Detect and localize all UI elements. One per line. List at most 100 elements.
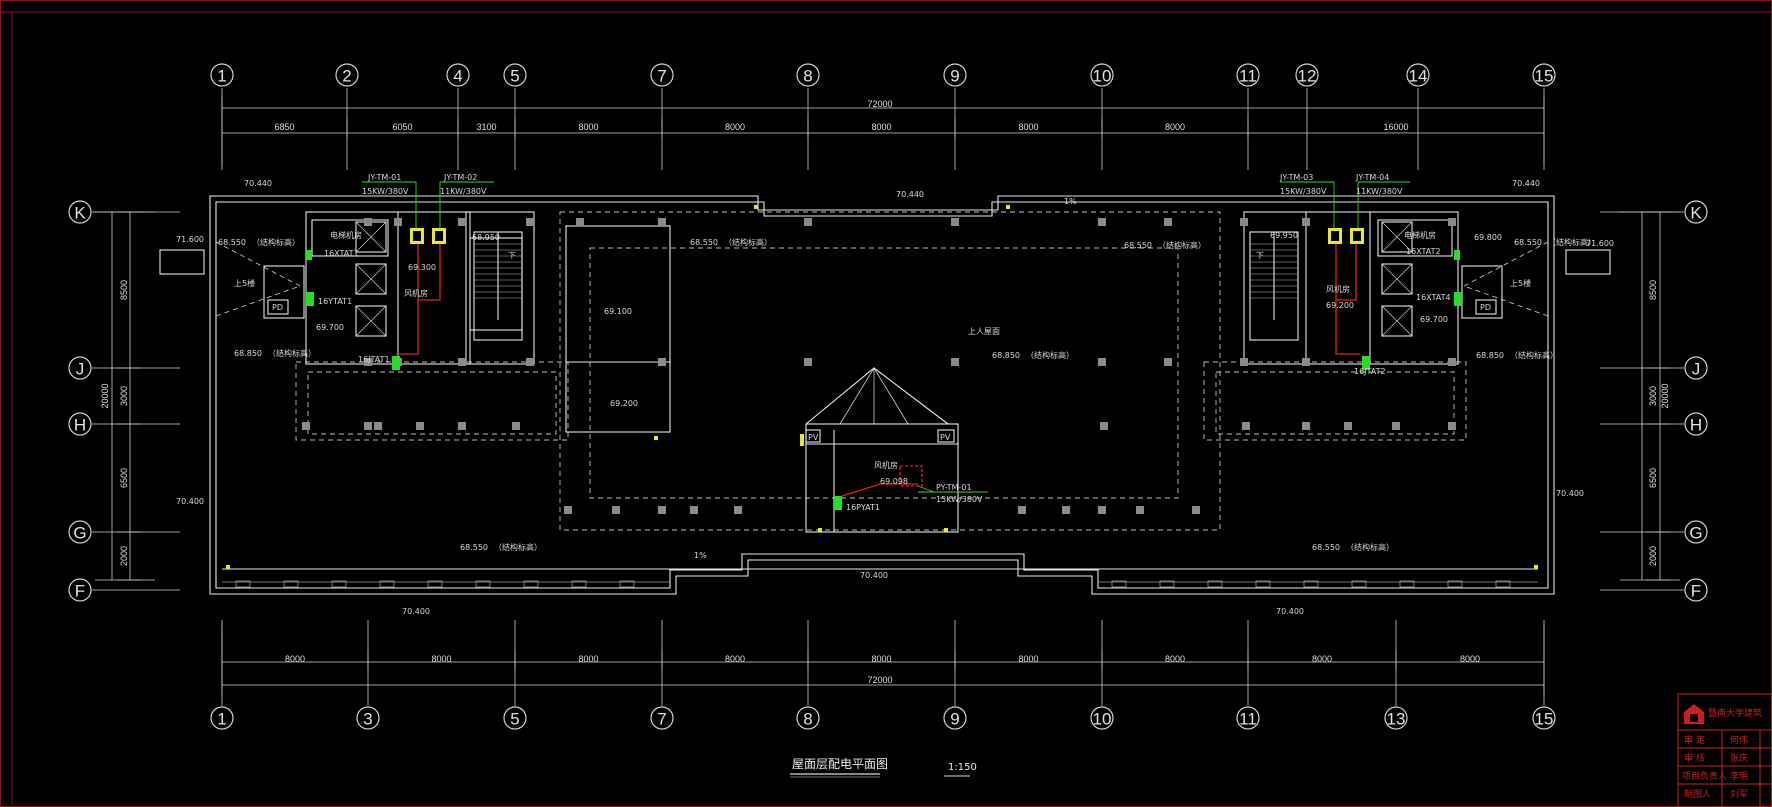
axis-bottom-7: 7 xyxy=(650,706,674,730)
axis-bottom-15-label: 15 xyxy=(1535,710,1554,729)
axis-left-K: K xyxy=(68,200,92,224)
column-22 xyxy=(1240,358,1248,366)
tb-row1-value: 何伟 xyxy=(1730,734,1748,746)
slope-bottom: 1% xyxy=(694,551,707,560)
tb-row1-label: 审 定 xyxy=(1684,734,1705,746)
column-28 xyxy=(458,422,466,430)
axis-right-G: G xyxy=(1684,520,1708,544)
axis-right-F-label: F xyxy=(1691,582,1701,601)
column-17 xyxy=(658,358,666,366)
axis-left-H: H xyxy=(68,412,92,436)
label-jy-tm-03: JY-TM-03 xyxy=(1279,173,1313,182)
column-35 xyxy=(564,506,572,514)
label-py-tm-01-spec: 15KW/380V xyxy=(936,495,983,504)
elev-69300-left: 69.300 xyxy=(408,263,436,272)
bottom-seg-dim-5: 8000 xyxy=(1018,654,1038,664)
axis-right-J: J xyxy=(1684,356,1708,380)
top-seg-dim-4: 8000 xyxy=(725,122,745,132)
label-jy-tm-04-spec: 11KW/380V xyxy=(1356,187,1403,196)
column-2 xyxy=(458,218,466,226)
axis-right-H: H xyxy=(1684,412,1708,436)
column-4 xyxy=(576,218,584,226)
elev-69200-right: 69.200 xyxy=(1326,301,1354,310)
pd-label-right: PD xyxy=(1480,303,1491,312)
drawing-title: 屋面层配电平面图 xyxy=(792,757,888,771)
column-46 xyxy=(1100,422,1108,430)
column-27 xyxy=(416,422,424,430)
axis-left-F-label: F xyxy=(75,582,85,601)
label-16jtat1: 16JTAT1 xyxy=(358,355,390,364)
label-jy-tm-03-spec: 15KW/380V xyxy=(1280,187,1327,196)
left-seg-dim-1: 3000 xyxy=(119,386,129,406)
right-seg-dim-0: 8500 xyxy=(1648,280,1658,300)
elev-68850-left: 68.850 xyxy=(234,349,262,358)
label-16pyat1: 16PYAT1 xyxy=(846,503,880,512)
axis-top-8-label: 8 xyxy=(803,67,812,86)
axis-top-12: 12 xyxy=(1295,63,1319,87)
green-leaders xyxy=(306,181,1462,510)
bottom-seg-dim-7: 8000 xyxy=(1312,654,1332,664)
label-jy-tm-02: JY-TM-02 xyxy=(443,173,477,182)
elev-71600-right: 71.600 xyxy=(1586,239,1614,248)
tb-row3-value: 李明 xyxy=(1730,770,1748,782)
drawing-title-block: 屋面层配电平面图 1:150 xyxy=(790,757,977,778)
struct-label-d: （结构标高） xyxy=(1548,237,1596,247)
label-16ytat1: 16YTAT1 xyxy=(318,297,352,306)
axis-left-G-label: G xyxy=(73,524,86,543)
slope-top: 1% xyxy=(1064,197,1077,206)
column-34 xyxy=(1448,422,1456,430)
axis-bottom-10-label: 10 xyxy=(1093,710,1112,729)
column-6 xyxy=(804,218,812,226)
down-label-left: 下 xyxy=(508,251,516,260)
elev-68550-b: 68.550 xyxy=(690,238,718,247)
column-33 xyxy=(1392,422,1400,430)
column-5 xyxy=(658,218,666,226)
column-12 xyxy=(1448,218,1456,226)
room-elevator-left: 电梯机房 xyxy=(330,230,362,240)
axis-bottom-9-label: 9 xyxy=(950,710,959,729)
column-45 xyxy=(374,422,382,430)
column-30 xyxy=(1242,422,1250,430)
axis-top-9-label: 9 xyxy=(950,67,959,86)
bottom-seg-dim-6: 8000 xyxy=(1165,654,1185,664)
elev-70440-right: 70.440 xyxy=(1512,179,1540,188)
axis-bottom-15: 15 xyxy=(1532,706,1556,730)
left-seg-dim-2: 6500 xyxy=(119,468,129,488)
column-11 xyxy=(1302,218,1310,226)
struct-label-h: （结构标高） xyxy=(494,542,542,552)
axis-bottom-8: 8 xyxy=(796,706,820,730)
structural-columns xyxy=(235,218,1511,588)
central-rooms: PV PV xyxy=(565,225,959,533)
top-overall-dim: 72000 xyxy=(867,99,892,109)
column-21 xyxy=(1164,358,1172,366)
column-24 xyxy=(1448,358,1456,366)
elev-70400-bottom: 70.400 xyxy=(860,571,888,580)
label-16xtat1: 16XTAT1 xyxy=(324,249,359,258)
bottom-seg-dim-0: 8000 xyxy=(285,654,305,664)
axis-top-4: 4 xyxy=(446,63,470,87)
label-jy-tm-04: JY-TM-04 xyxy=(1355,173,1389,182)
elev-68850-right: 68.850 xyxy=(1476,351,1504,360)
axis-top-5: 5 xyxy=(503,63,527,87)
axis-bottom-1: 1 xyxy=(210,706,234,730)
column-43 xyxy=(1136,506,1144,514)
up-stairs-right: 上5楼 xyxy=(1510,278,1531,288)
axis-top-11: 11 xyxy=(1236,63,1260,87)
column-39 xyxy=(734,506,742,514)
column-3 xyxy=(526,218,534,226)
axis-top-11-label: 11 xyxy=(1239,67,1257,86)
label-16xtat2: 16XTAT2 xyxy=(1406,247,1441,256)
axis-right-K-label: K xyxy=(1690,204,1702,223)
elev-70440-center: 70.440 xyxy=(896,190,924,199)
column-26 xyxy=(364,422,372,430)
axis-top-1: 1 xyxy=(210,63,234,87)
bottom-seg-dim-1: 8000 xyxy=(431,654,451,664)
column-13 xyxy=(364,358,372,366)
struct-label-a: （结构标高） xyxy=(252,237,300,247)
top-seg-dim-2: 3100 xyxy=(476,122,496,132)
axis-top-7: 7 xyxy=(650,63,674,87)
column-42 xyxy=(1098,506,1106,514)
